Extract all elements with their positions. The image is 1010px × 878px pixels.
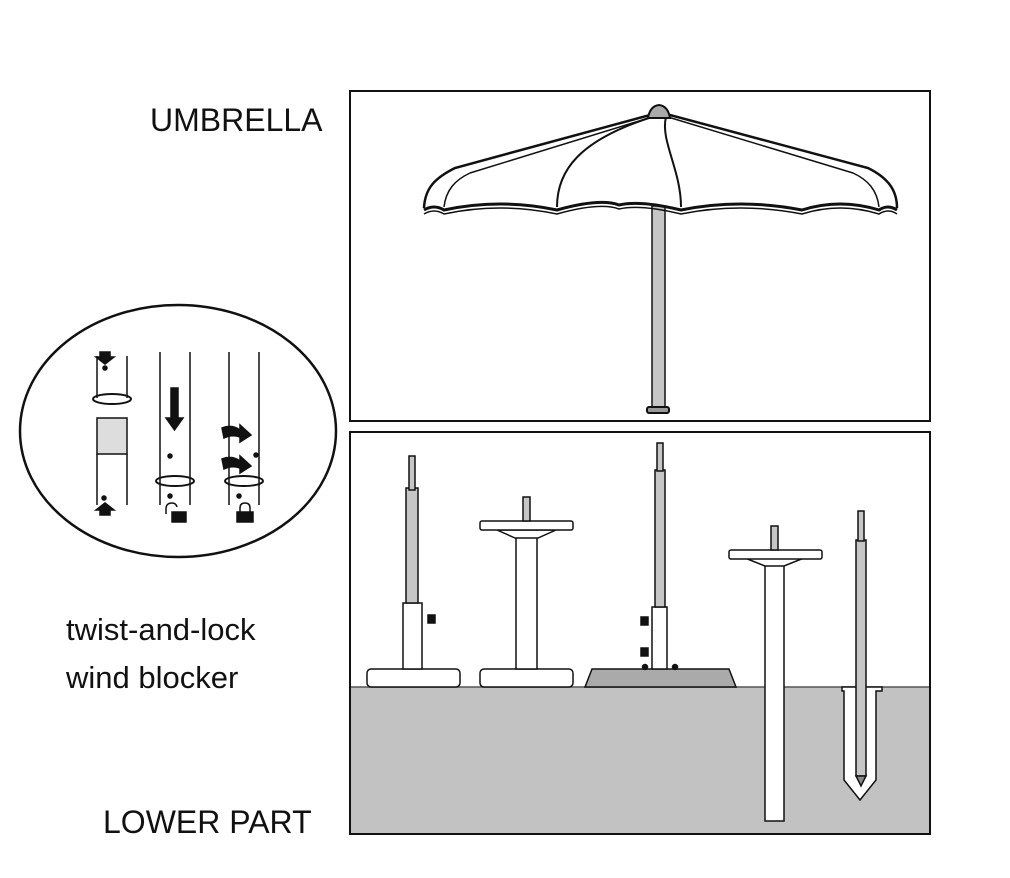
detail-circle	[18, 303, 338, 559]
umbrella-illustration	[422, 103, 899, 414]
twist-lock-label-line1: twist-and-lock	[66, 612, 256, 647]
twist-lock-detail	[18, 303, 338, 559]
step-push-down-unlocked	[155, 352, 195, 523]
umbrella-pole	[651, 205, 666, 411]
step-align-pins	[92, 351, 132, 516]
umbrella-pole-foot	[646, 406, 670, 414]
lower-part-label: LOWER PART	[103, 804, 312, 840]
unlocked-padlock-icon	[165, 502, 187, 523]
plate-base-stand	[479, 496, 574, 688]
twist-lock-label: twist-and-lock wind blocker	[66, 606, 256, 702]
ground	[351, 687, 929, 833]
twist-lock-label-line2: wind blocker	[66, 660, 239, 695]
umbrella-panel	[349, 90, 931, 422]
arrow-down-icon	[164, 387, 185, 432]
locked-padlock-icon	[236, 502, 254, 523]
weighted-base-with-knob	[366, 455, 461, 688]
umbrella-label: UMBRELLA	[150, 102, 323, 138]
arrow-down-icon	[93, 351, 117, 365]
twist-arrow-icon	[221, 423, 253, 444]
twist-arrow-icon	[221, 454, 253, 475]
lower-part-panel	[349, 431, 931, 835]
arrow-up-icon	[93, 502, 117, 516]
step-twist-locked	[221, 352, 264, 523]
ground-spike-with-plate	[728, 525, 823, 822]
umbrella-panel-frame	[349, 90, 931, 422]
trapezoid-heavy-base	[583, 442, 738, 688]
ground-anchor-with-sleeve	[841, 510, 883, 802]
